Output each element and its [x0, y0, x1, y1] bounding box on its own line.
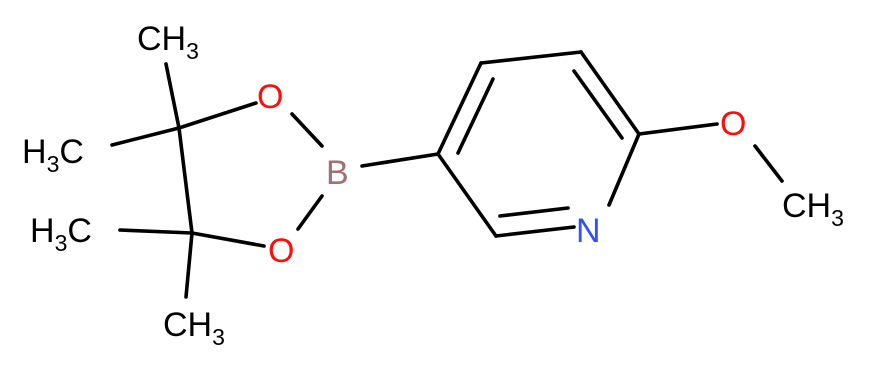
methyl-methoxy-main: CH — [782, 187, 831, 225]
bond-c2-me-left — [118, 228, 194, 235]
bond-c5-c4-inner — [456, 77, 495, 155]
methyl-left-lower-sub: 3 — [55, 230, 68, 256]
methyl-top: CH3 — [137, 20, 199, 64]
methyl-methoxy: CH3 — [782, 187, 844, 231]
bond-c2p-o — [637, 122, 719, 136]
boron-atom: B — [326, 154, 349, 192]
oxygen-atom-methoxy: O — [720, 105, 746, 143]
methyl-top-sub: 3 — [186, 38, 199, 64]
methyl-top-main: CH — [137, 20, 186, 58]
bond-n-c6-inner — [498, 206, 570, 218]
bonds — [110, 50, 784, 299]
bond-o2-c2 — [190, 231, 266, 248]
bond-b-o2 — [296, 194, 324, 231]
methyl-bottom-main: CH — [163, 306, 212, 344]
methyl-bottom-sub: 3 — [212, 324, 225, 350]
bond-c3-c2p — [579, 50, 641, 136]
methyl-left-upper-tail: C — [59, 133, 84, 171]
bond-c2-me-bottom — [184, 231, 194, 299]
methyl-bottom: CH3 — [163, 306, 225, 350]
bond-c2p-n — [607, 132, 641, 207]
bond-c5-c4 — [436, 61, 483, 156]
methyl-left-upper-main: H — [22, 133, 47, 171]
oxygen-atom-top: O — [257, 78, 283, 116]
atom-labels: B O O O N CH3 H3C H3C CH3 CH3 — [22, 20, 844, 350]
bond-n-c6 — [494, 225, 576, 238]
bond-c1-me-left — [110, 126, 181, 147]
bond-c4-c3 — [479, 50, 583, 65]
methyl-left-upper-sub: 3 — [47, 151, 60, 177]
methyl-left-lower-main: H — [30, 212, 55, 250]
bond-c1-c2 — [177, 126, 194, 235]
bond-c1-o1 — [177, 101, 258, 130]
methyl-methoxy-sub: 3 — [831, 205, 844, 231]
methyl-left-lower: H3C — [30, 212, 92, 256]
bond-o1-b — [290, 112, 324, 148]
bond-c1-me-top — [164, 62, 181, 130]
bond-c6-c5 — [436, 152, 498, 238]
nitrogen-atom: N — [576, 212, 601, 250]
methyl-left-lower-tail: C — [67, 212, 92, 250]
bond-c3-c2p-inner — [572, 69, 624, 140]
methyl-left-upper: H3C — [22, 133, 84, 177]
bond-o-me — [753, 144, 784, 183]
oxygen-atom-bottom: O — [268, 232, 294, 270]
bond-b-c5 — [360, 152, 440, 168]
